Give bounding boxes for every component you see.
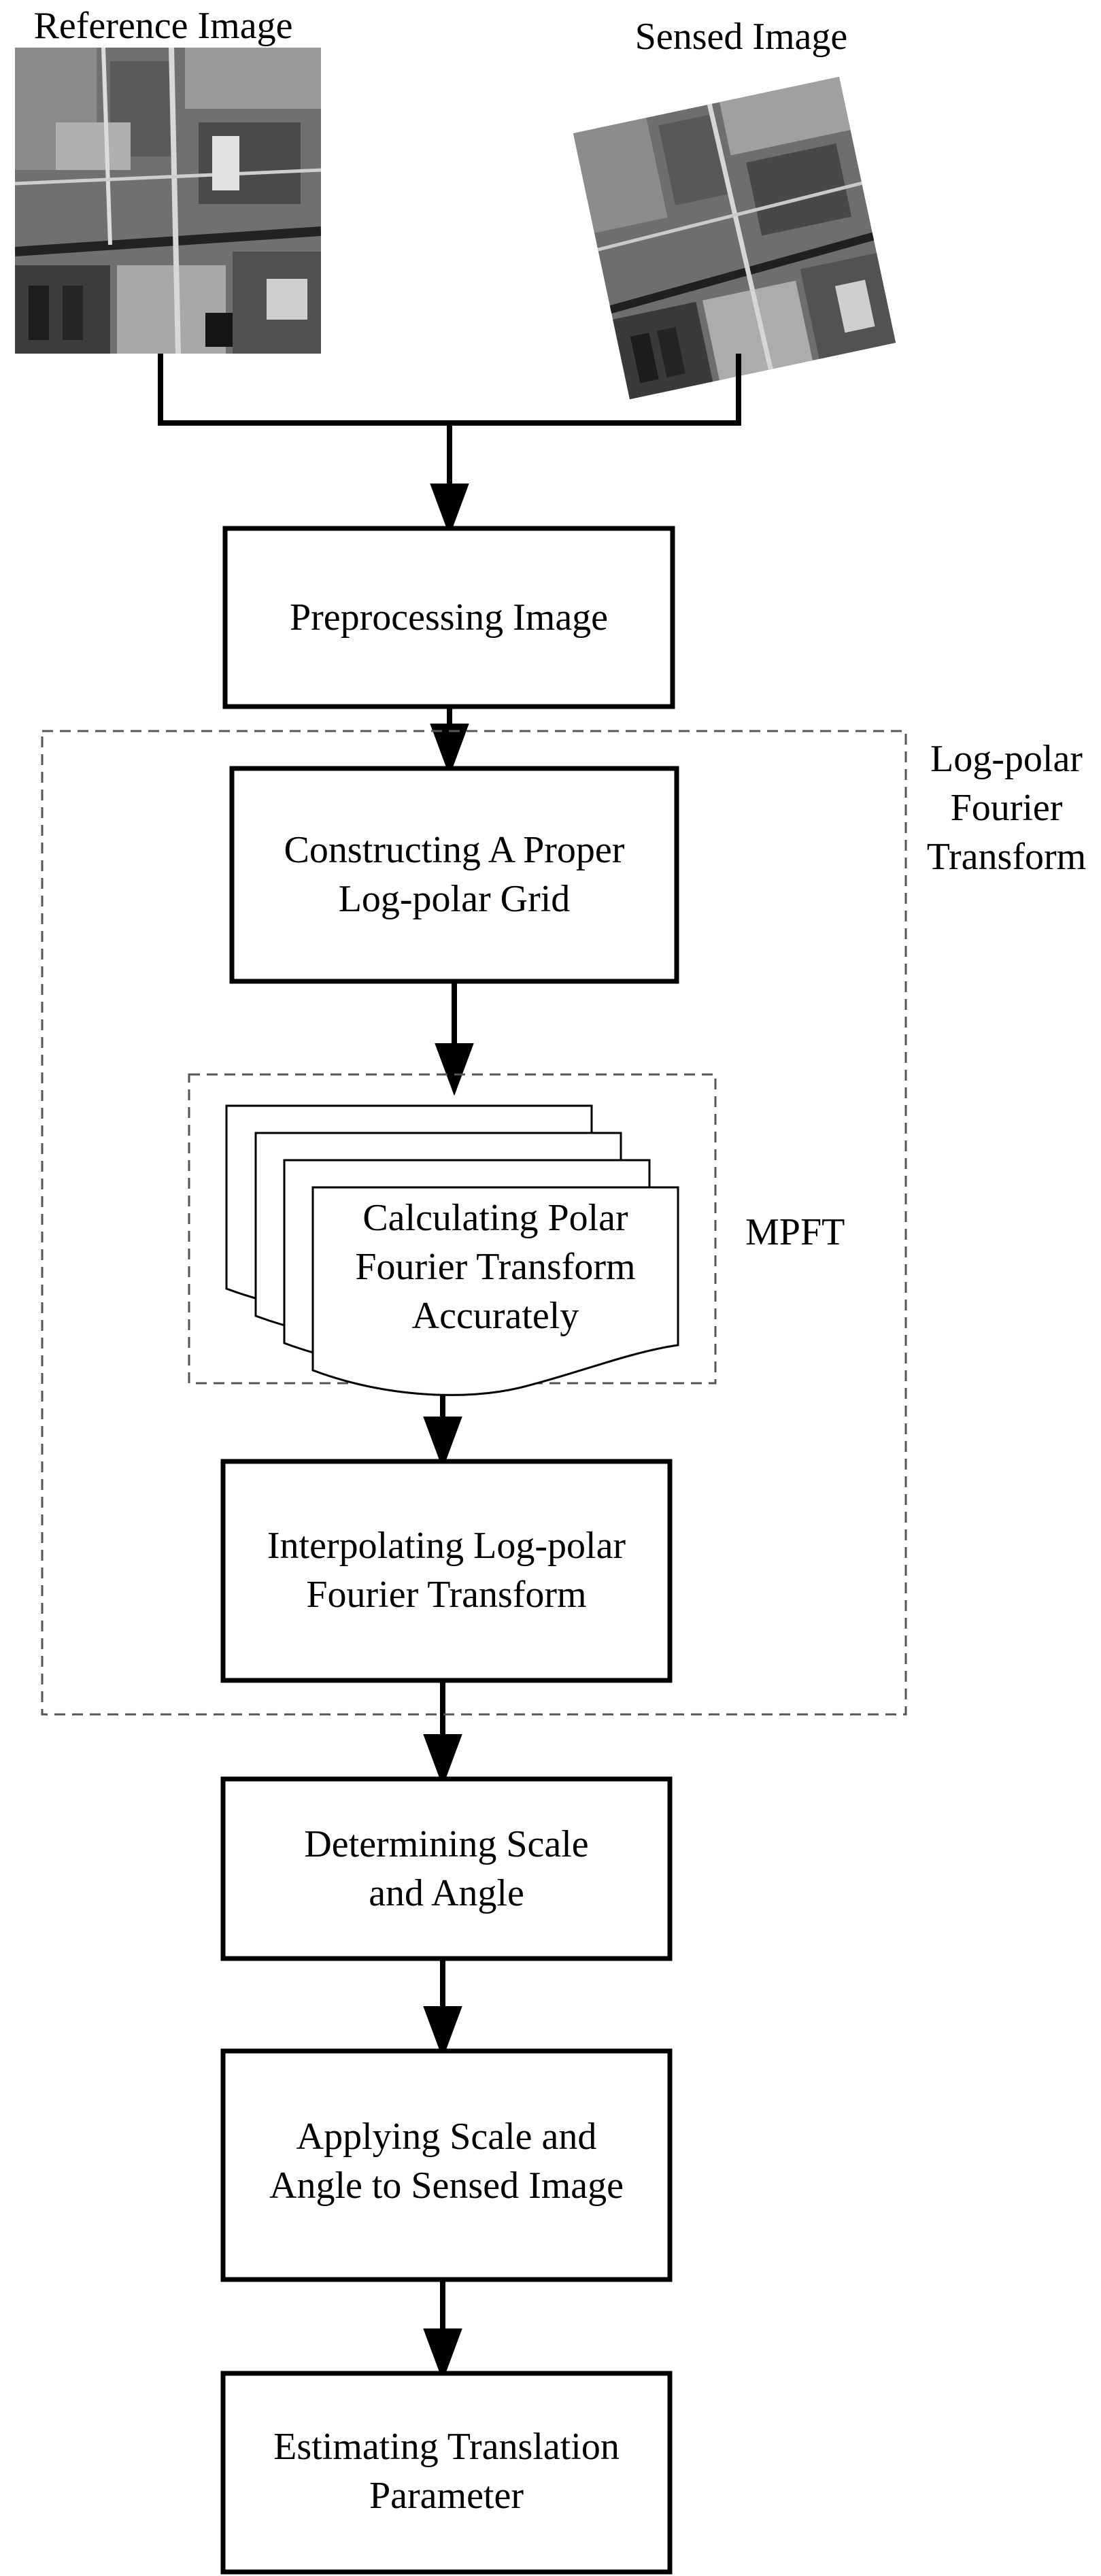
sensed-image: [573, 76, 896, 400]
apply-label: Applying Scale and Angle to Sensed Image: [269, 2116, 624, 2207]
scale-angle-label: Determining Scale and Angle: [304, 1823, 589, 1914]
lpft-group-label: Log-polar Fourier Transform: [926, 738, 1087, 878]
grid-label: Constructing A Proper Log-polar Grid: [284, 829, 625, 920]
box-apply: [220, 2048, 673, 2282]
sensed-image-label: Sensed Image: [634, 16, 848, 58]
box-interp: [220, 1459, 673, 1683]
polar-document-stack: [225, 1104, 679, 1396]
box-scale-angle: [220, 1776, 673, 1961]
arrows: [423, 423, 474, 2382]
box-grid: [229, 766, 679, 984]
preprocess-label: Preprocessing Image: [289, 596, 609, 639]
polar-label: Calculating Polar Fourier Transform Accu…: [355, 1197, 636, 1337]
box-translate: [220, 2371, 673, 2575]
translate-label: Estimating Translation Parameter: [273, 2426, 620, 2517]
reference-image-label: Reference Image: [33, 5, 293, 47]
lpft-group-border: [41, 730, 907, 1716]
mpft-group-label: MPFT: [745, 1211, 845, 1253]
reference-image: [15, 48, 321, 354]
merge-bracket: [158, 354, 741, 426]
box-preprocess: [222, 526, 675, 709]
interp-label: Interpolating Log-polar Fourier Transfor…: [267, 1525, 626, 1616]
